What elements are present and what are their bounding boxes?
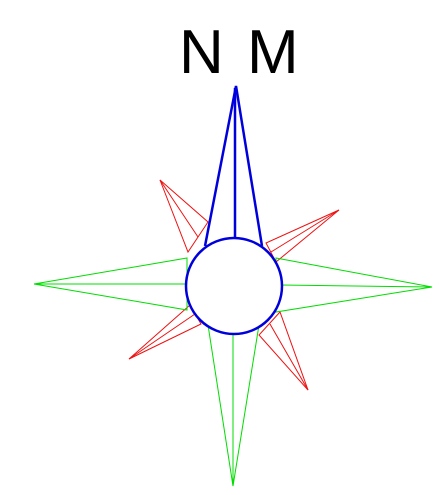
north-label: N — [179, 18, 224, 87]
southwest-point-outline — [128, 304, 202, 360]
compass-hub — [184, 236, 284, 336]
southwest-point-spine — [128, 313, 196, 360]
magnetic-label: M — [247, 18, 299, 87]
southeast-point — [258, 311, 309, 391]
southwest-point — [128, 304, 202, 360]
north-needle-outline — [203, 85, 264, 247]
east-point-spine — [280, 284, 433, 288]
southeast-point-outline — [258, 311, 309, 391]
northwest-point — [159, 179, 209, 254]
northeast-point-spine — [270, 209, 340, 253]
west-point — [33, 257, 188, 311]
northeast-point — [265, 209, 340, 263]
southeast-point-spine — [269, 323, 309, 391]
south-point — [207, 324, 260, 487]
northeast-point-outline — [265, 209, 340, 263]
east-point — [275, 257, 433, 313]
north-needle — [203, 85, 264, 247]
northwest-point-spine — [159, 179, 199, 238]
